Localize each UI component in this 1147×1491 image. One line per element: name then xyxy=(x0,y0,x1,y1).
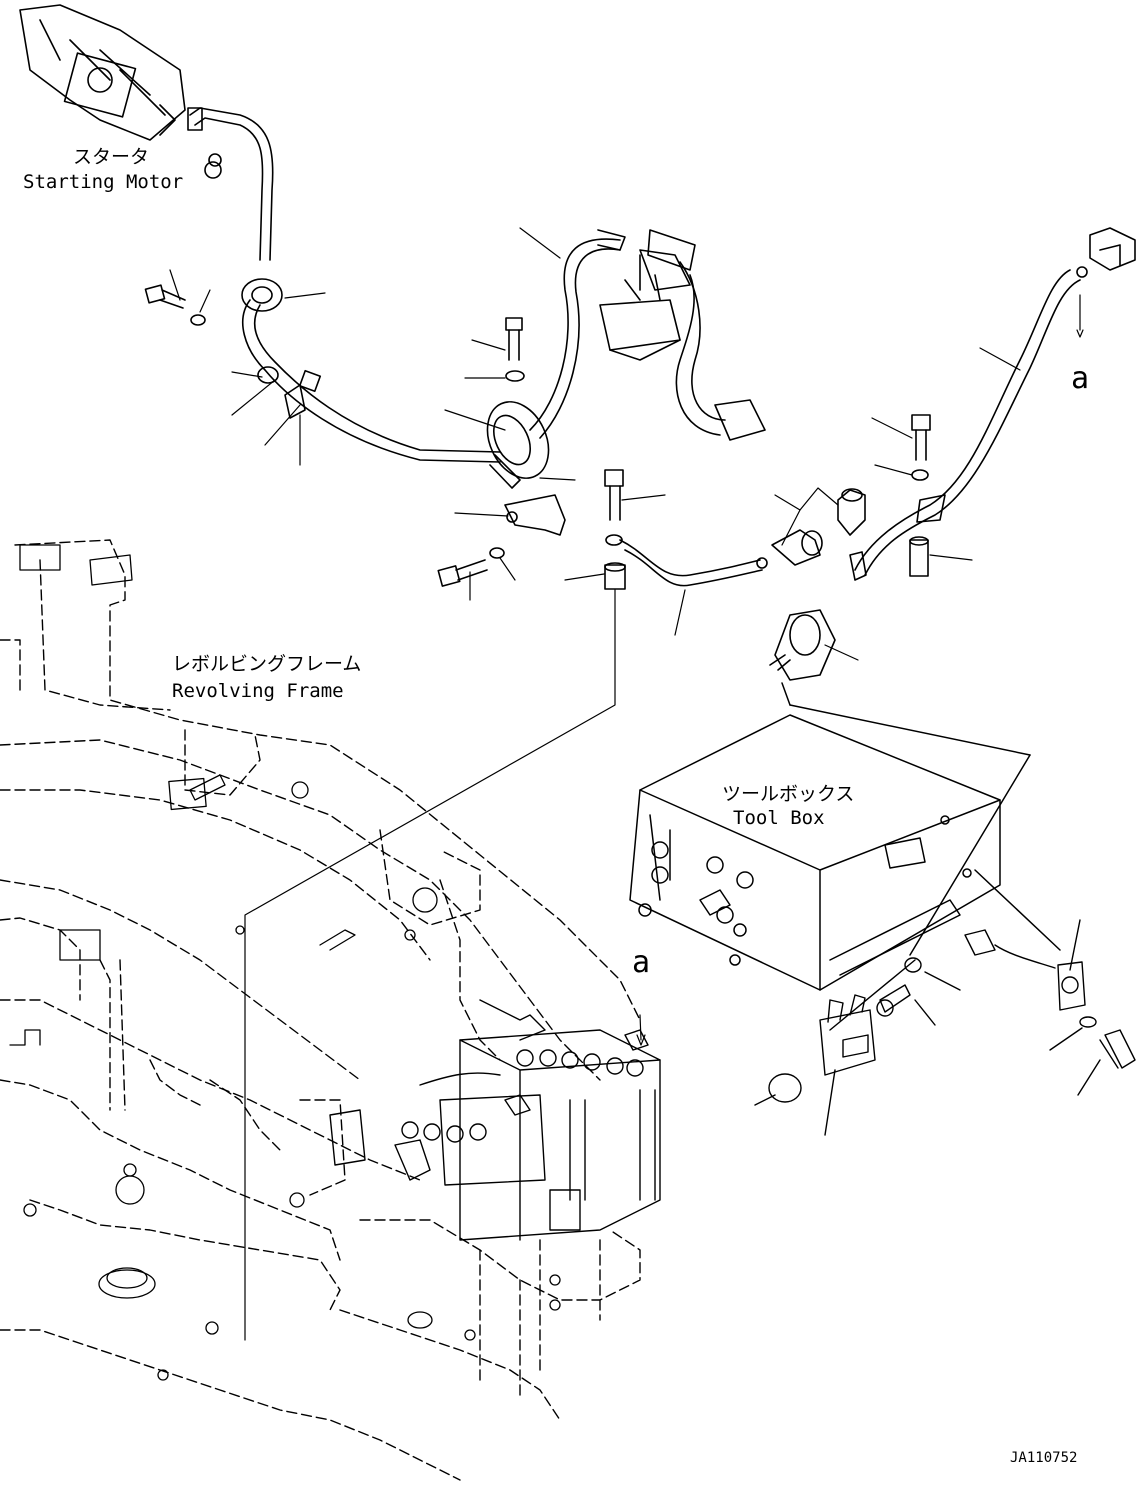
long-cable-right xyxy=(849,266,1088,581)
center-grommet xyxy=(486,317,566,536)
short-cable xyxy=(619,539,768,587)
battery-relay-upper xyxy=(599,229,766,441)
reference-lines xyxy=(244,589,646,1341)
middle-bolt xyxy=(604,469,626,590)
tool-box xyxy=(629,682,1061,991)
tool-box-label-en: Tool Box xyxy=(733,807,825,829)
terminal-boots xyxy=(771,488,866,566)
battery-switch xyxy=(769,609,836,681)
frame-details xyxy=(9,544,561,1381)
drawing-number: JA110752 xyxy=(1010,1450,1077,1466)
starting-motor-label-en: Starting Motor xyxy=(23,171,183,193)
starting-motor-label-jp: スタータ xyxy=(73,146,149,168)
leader-lines xyxy=(169,227,1084,661)
bolt-left xyxy=(144,284,206,326)
relay-cable xyxy=(529,229,626,439)
toolbox-parts xyxy=(754,919,1136,1136)
bolt-lower xyxy=(437,547,505,587)
revolving-frame-label-jp: レボルビングフレーム xyxy=(172,653,361,675)
motor-cable xyxy=(187,107,501,463)
revolving-frame xyxy=(0,539,641,1481)
view-marker-a-upper: a xyxy=(1071,361,1089,396)
tool-box-label-jp: ツールボックス xyxy=(722,783,854,805)
starting-motor xyxy=(19,4,222,179)
revolving-frame-label-en: Revolving Frame xyxy=(172,680,344,702)
connector-top-right xyxy=(1089,227,1136,271)
batteries xyxy=(329,999,661,1241)
view-marker-a-lower: a xyxy=(632,945,650,980)
